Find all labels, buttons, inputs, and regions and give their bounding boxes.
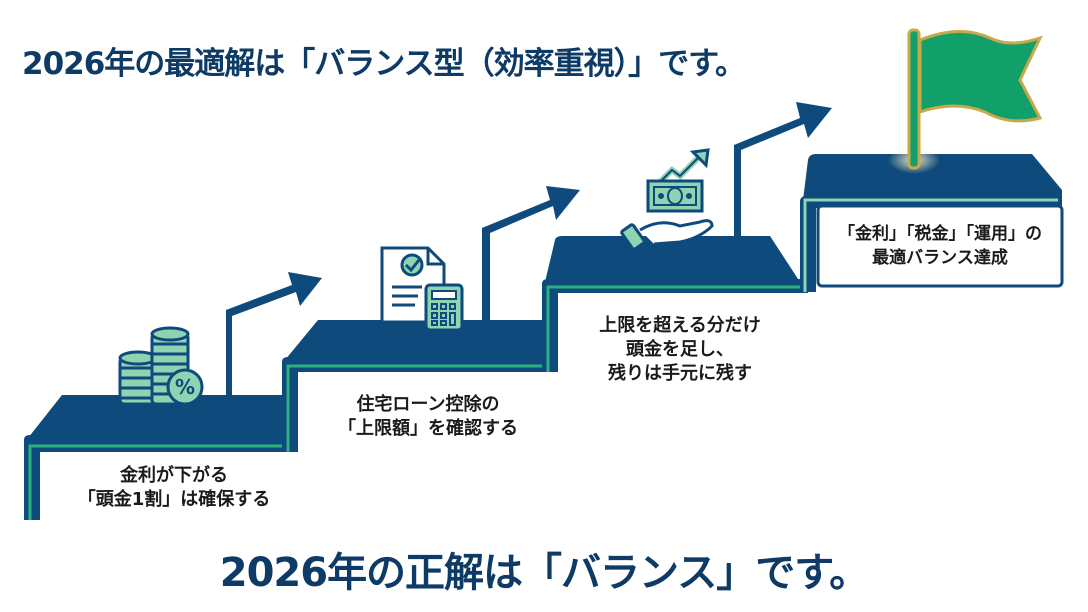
percent-badge [166,368,204,406]
arrow-1-shape [226,272,322,396]
calculator-icon [424,283,464,332]
step-1-trim [28,444,292,520]
step-1-line-1: 金利が下がる [120,465,228,486]
money-hand-growth-icon [620,148,714,251]
step-3-trim [546,285,808,372]
document-calculator-icon [380,246,464,332]
step-3-top [545,236,800,282]
banknote-icon [646,179,704,213]
step-3-label: 上限を超える分だけ 頭金を足し、 残りは手元に残す [570,314,790,386]
goal-label-box [816,204,1064,288]
step-2 [282,320,555,452]
arrow-2-shape [482,186,580,320]
flag-pole [907,28,921,170]
step-3 [542,236,808,372]
step-1-top [28,395,290,438]
step-2-label: 住宅ローン控除の 「上限額」を確認する [318,393,538,441]
arrow-1 [226,272,322,396]
goal-flag-icon [888,28,1043,174]
step-4-label: 「金利」「税金」「運用」の 最適バランス達成 [820,222,1060,270]
arrow-2 [482,186,580,320]
step-3-line-1: 上限を超える分だけ [599,315,761,336]
step-1-line-2: 「頭金1割」は確保する [77,489,271,510]
growth-arrow-icon [657,153,703,185]
arrow-3 [734,102,832,238]
step-3-line-3: 残りは手元に残す [608,363,752,384]
step-2-top [285,320,555,360]
step-2-line-1: 住宅ローン控除の [356,394,500,415]
conclusion-heading: 2026年の正解は「バランス」です。 [219,550,870,596]
step-4 [800,154,1064,292]
step-4-line-2: 最適バランス達成 [872,248,1008,268]
coins-percent-icon: % [118,326,204,406]
step-1-riser [24,435,292,520]
step-3-line-2: 頭金を足し、 [626,339,734,360]
step-4-line-1: 「金利」「税金」「運用」の [838,224,1042,244]
check-circle-icon [400,253,424,277]
flag-cloth [918,29,1043,123]
svg-text:%: % [175,375,195,399]
step-1-label: 金利が下がる 「頭金1割」は確保する [58,464,290,512]
arrow-3-shape [734,102,832,238]
step-2-trim [286,364,552,452]
step-4-trim [803,198,1058,292]
open-hand-icon [620,219,714,251]
page-title: 2026年の最適解は「バランス型（効率重視）」です。 [22,46,746,82]
step-1 [24,395,292,520]
step-2-line-2: 「上限額」を確認する [338,418,518,439]
step-4-top [803,154,1062,200]
